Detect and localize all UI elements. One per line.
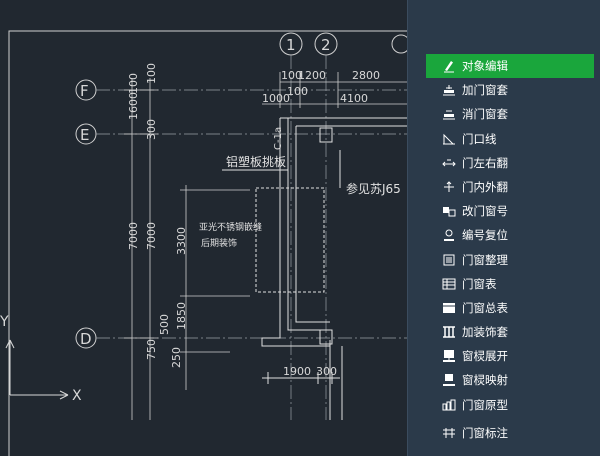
menu-item-3[interactable]: 门口线	[426, 127, 594, 151]
dim-v-750: 750	[145, 339, 158, 360]
menu-item-label: 窗棂展开	[462, 349, 508, 364]
lattice-map-icon	[442, 373, 456, 387]
summary-table-icon	[442, 301, 456, 315]
dim-top-1200: 1200	[298, 69, 326, 82]
menu-item-5[interactable]: 门内外翻	[426, 175, 594, 199]
dim-top-4100: 4100	[340, 92, 368, 105]
menu-item-label: 门窗表	[462, 276, 497, 291]
menu-item-label: 窗棂映射	[462, 373, 508, 388]
remove-frame-icon	[442, 107, 456, 121]
reset-number-icon	[442, 228, 456, 242]
menu-item-1[interactable]: 加门窗套	[426, 78, 594, 102]
dim-v-500: 500	[158, 314, 171, 335]
table-icon	[442, 277, 456, 291]
dim-bottom-300: 300	[316, 365, 337, 378]
menu-item-14[interactable]: 门窗原型	[426, 393, 594, 417]
wall-inner-2	[295, 126, 330, 323]
dim-v-1850: 1850	[175, 302, 188, 330]
menu-item-label: 编号复位	[462, 228, 508, 243]
label-aluminum-panel: 铝塑板挑板	[226, 154, 286, 169]
ucs-x-label: X	[72, 388, 82, 404]
axis-label-1: 1	[286, 36, 296, 54]
label-stainless: 亚光不锈钢嵌缝	[199, 221, 262, 233]
axis-label-2: 2	[321, 36, 331, 54]
dim-v-1600: 1600	[127, 92, 140, 120]
menu-item-label: 消门窗套	[462, 107, 508, 122]
dim-v-3300: 3300	[175, 227, 188, 255]
door-line-icon	[442, 132, 456, 146]
dim-top-100b: 100	[287, 85, 308, 98]
tool-menu: 对象编辑 加门窗套 消门窗套 门口线 门左右翻 门内外翻 改门窗号 编号复位 门…	[426, 54, 594, 445]
dim-v-250: 250	[170, 347, 183, 368]
menu-item-4[interactable]: 门左右翻	[426, 151, 594, 175]
lattice-expand-icon	[442, 349, 456, 363]
dim-bottom-1900: 1900	[283, 365, 311, 378]
dim-v-100b: 100	[145, 63, 158, 84]
dim-v-7000a: 7000	[127, 222, 140, 250]
menu-item-2[interactable]: 消门窗套	[426, 102, 594, 126]
menu-item-label: 对象编辑	[462, 59, 508, 73]
dim-v-7000b: 7000	[145, 222, 158, 250]
menu-item-label: 门窗原型	[462, 397, 508, 412]
ucs-icon	[5, 339, 69, 400]
dim-v-300: 300	[145, 119, 158, 140]
menu-item-11[interactable]: 加装饰套	[426, 320, 594, 344]
menu-item-9[interactable]: 门窗表	[426, 272, 594, 296]
object-edit-icon	[442, 59, 456, 73]
column-top	[319, 127, 333, 143]
axis-label-D: D	[80, 330, 92, 348]
menu-item-label: 门窗整理	[462, 252, 508, 267]
label-decoration: 后期装饰	[201, 237, 237, 249]
menu-item-12[interactable]: 窗棂展开	[426, 344, 594, 368]
menu-item-label: 门内外翻	[462, 179, 508, 194]
flip-io-icon	[442, 180, 456, 194]
menu-item-15[interactable]: 门窗标注	[426, 421, 594, 445]
door-window-tool-panel: 对象编辑 加门窗套 消门窗套 门口线 门左右翻 门内外翻 改门窗号 编号复位 门…	[407, 0, 600, 456]
menu-item-10[interactable]: 门窗总表	[426, 296, 594, 320]
label-c1a: C-1a	[273, 127, 284, 150]
menu-item-8[interactable]: 门窗整理	[426, 248, 594, 272]
menu-item-label: 改门窗号	[462, 204, 508, 219]
organize-icon	[442, 253, 456, 267]
ucs-y-label: Y	[0, 314, 9, 330]
beam-top	[280, 117, 410, 127]
dim-v-100a: 100	[127, 73, 140, 94]
menu-item-0[interactable]: 对象编辑	[426, 54, 594, 78]
rename-icon	[442, 204, 456, 218]
wall-inner	[287, 118, 330, 331]
prototype-icon	[442, 398, 456, 412]
add-frame-icon	[442, 83, 456, 97]
label-reference: 参见苏J65	[346, 181, 401, 196]
menu-item-label: 加门窗套	[462, 83, 508, 98]
annotate-icon	[442, 426, 456, 440]
menu-item-label: 门口线	[462, 131, 497, 146]
panel-dashed	[255, 187, 325, 293]
axis-label-E: E	[80, 126, 89, 144]
flip-lr-icon	[442, 156, 456, 170]
menu-item-label: 门左右翻	[462, 155, 508, 170]
dim-top-100: 100	[281, 69, 302, 82]
axis-label-F: F	[80, 82, 89, 100]
dim-top-1000: 1000	[262, 92, 290, 105]
menu-item-13[interactable]: 窗棂映射	[426, 368, 594, 392]
column-bottom	[319, 329, 333, 345]
menu-item-label: 门窗总表	[462, 300, 508, 315]
decor-frame-icon	[442, 325, 456, 339]
menu-item-6[interactable]: 改门窗号	[426, 199, 594, 223]
menu-item-label: 门窗标注	[462, 425, 508, 440]
dim-top-2800: 2800	[352, 69, 380, 82]
menu-item-7[interactable]: 编号复位	[426, 223, 594, 247]
menu-item-label: 加装饰套	[462, 325, 508, 340]
wall-section	[261, 118, 331, 347]
